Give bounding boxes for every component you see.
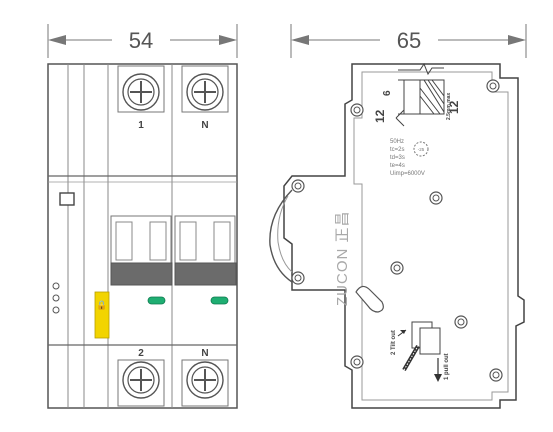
toggle-handle-right	[174, 262, 237, 286]
toggle-left	[110, 215, 173, 286]
toggle-handle-left	[110, 262, 173, 286]
top-terminal-left	[117, 65, 165, 113]
depth-label-mid: 6	[382, 90, 393, 96]
pull-out-label: 1 pull out	[444, 353, 450, 380]
depth-label-left: 12	[373, 109, 387, 123]
bottom-terminal-left	[117, 359, 165, 407]
toggle-right	[174, 215, 237, 286]
spec-block: 50Hz tc=2s td=3s te=4s Uimp=6000V -25	[390, 139, 429, 177]
tilt-out-label: 2 Tilt out	[391, 330, 397, 355]
brand-logo: ZUCON 正昌	[334, 211, 351, 307]
rating-badge-icon	[413, 141, 429, 157]
release-slot	[355, 285, 384, 313]
lock-slider	[94, 291, 110, 339]
depth-label-right: 12	[447, 100, 461, 114]
top-terminal-right	[181, 65, 229, 113]
front-view: 54 1 N	[47, 24, 238, 409]
side-view: 65	[269, 24, 527, 409]
spec-freq: 50Hz	[390, 139, 404, 145]
side-body-outline	[283, 63, 525, 409]
indicator-light-left	[147, 296, 166, 305]
strip-note: 2.5mm max	[446, 93, 452, 120]
spec-uimp: Uimp=6000V	[390, 171, 425, 177]
removal-instructions: 2 Tilt out 1 pull out	[391, 321, 450, 382]
bottom-terminal-right	[181, 359, 229, 407]
spec-te: te=4s	[390, 163, 405, 169]
wire-strip-diagram: 6 12 12 2.5mm max	[373, 62, 461, 127]
top-terminal-label-n: N	[201, 120, 208, 131]
rating-badge: -25	[418, 147, 425, 152]
side-width-dimension: 65	[290, 24, 527, 58]
test-button	[59, 192, 75, 206]
front-width-value: 54	[129, 28, 153, 53]
indicator-light-right	[210, 296, 229, 305]
bottom-terminal-label-n: N	[201, 348, 208, 359]
top-terminal-label-1: 1	[138, 120, 144, 131]
spec-td: td=3s	[390, 155, 405, 161]
spec-tc: tc=2s	[390, 147, 405, 153]
bottom-terminal-label-2: 2	[138, 348, 144, 359]
front-width-dimension: 54	[47, 24, 238, 58]
side-width-value: 65	[397, 28, 421, 53]
lock-icon: 🔒	[96, 300, 107, 310]
mounting-holes	[291, 79, 503, 382]
